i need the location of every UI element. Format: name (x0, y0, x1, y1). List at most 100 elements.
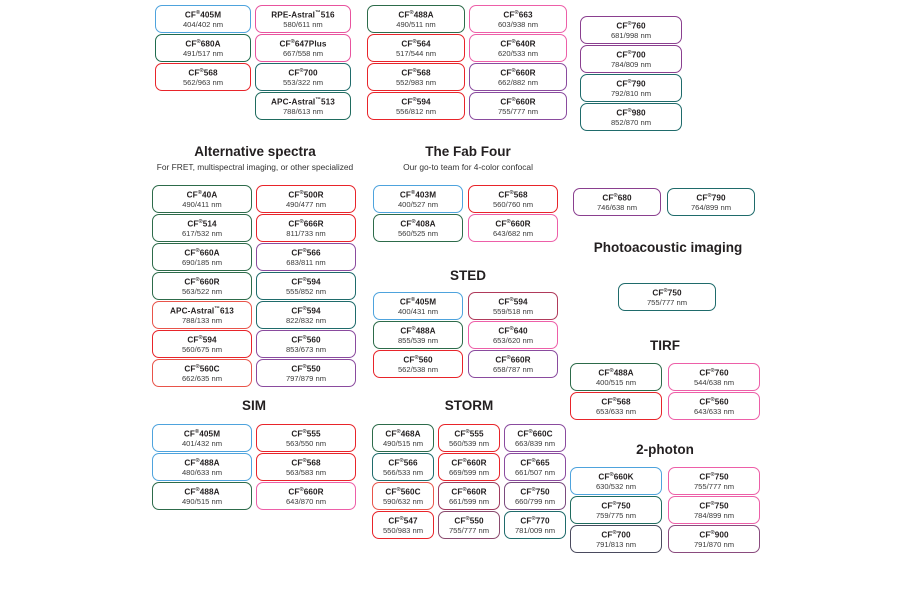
dye-wavelengths: 630/532 nm (595, 481, 637, 491)
dye-wavelengths: 781/009 nm (514, 525, 556, 535)
dye-name: CF®760 (616, 21, 646, 31)
dye-wavelengths: 653/633 nm (595, 406, 637, 416)
registered-mark: ® (290, 39, 295, 45)
registered-mark: ® (462, 487, 467, 493)
section-subtitle-alternative: For FRET, multispectral imaging, or othe… (156, 162, 354, 172)
registered-mark: ® (195, 364, 200, 370)
dye-name: CF®568 (188, 68, 218, 78)
dye-wavelengths: 788/133 nm (181, 315, 223, 325)
dye-name: CF®500R (288, 190, 324, 200)
registered-mark: ® (612, 530, 617, 536)
dye-wavelengths: 653/620 nm (492, 335, 534, 345)
section-title-alternative: Alternative spectra (194, 144, 316, 159)
dye-name: CF®560 (291, 335, 321, 345)
dye-name: CF®700 (616, 50, 646, 60)
registered-mark: ® (195, 458, 200, 464)
registered-mark: ® (299, 487, 304, 493)
dye-wavelengths: 662/882 nm (497, 77, 539, 87)
dye-wavelengths: 755/777 nm (693, 481, 735, 491)
dye-name: CF®514 (187, 219, 217, 229)
registered-mark: ® (302, 277, 307, 283)
